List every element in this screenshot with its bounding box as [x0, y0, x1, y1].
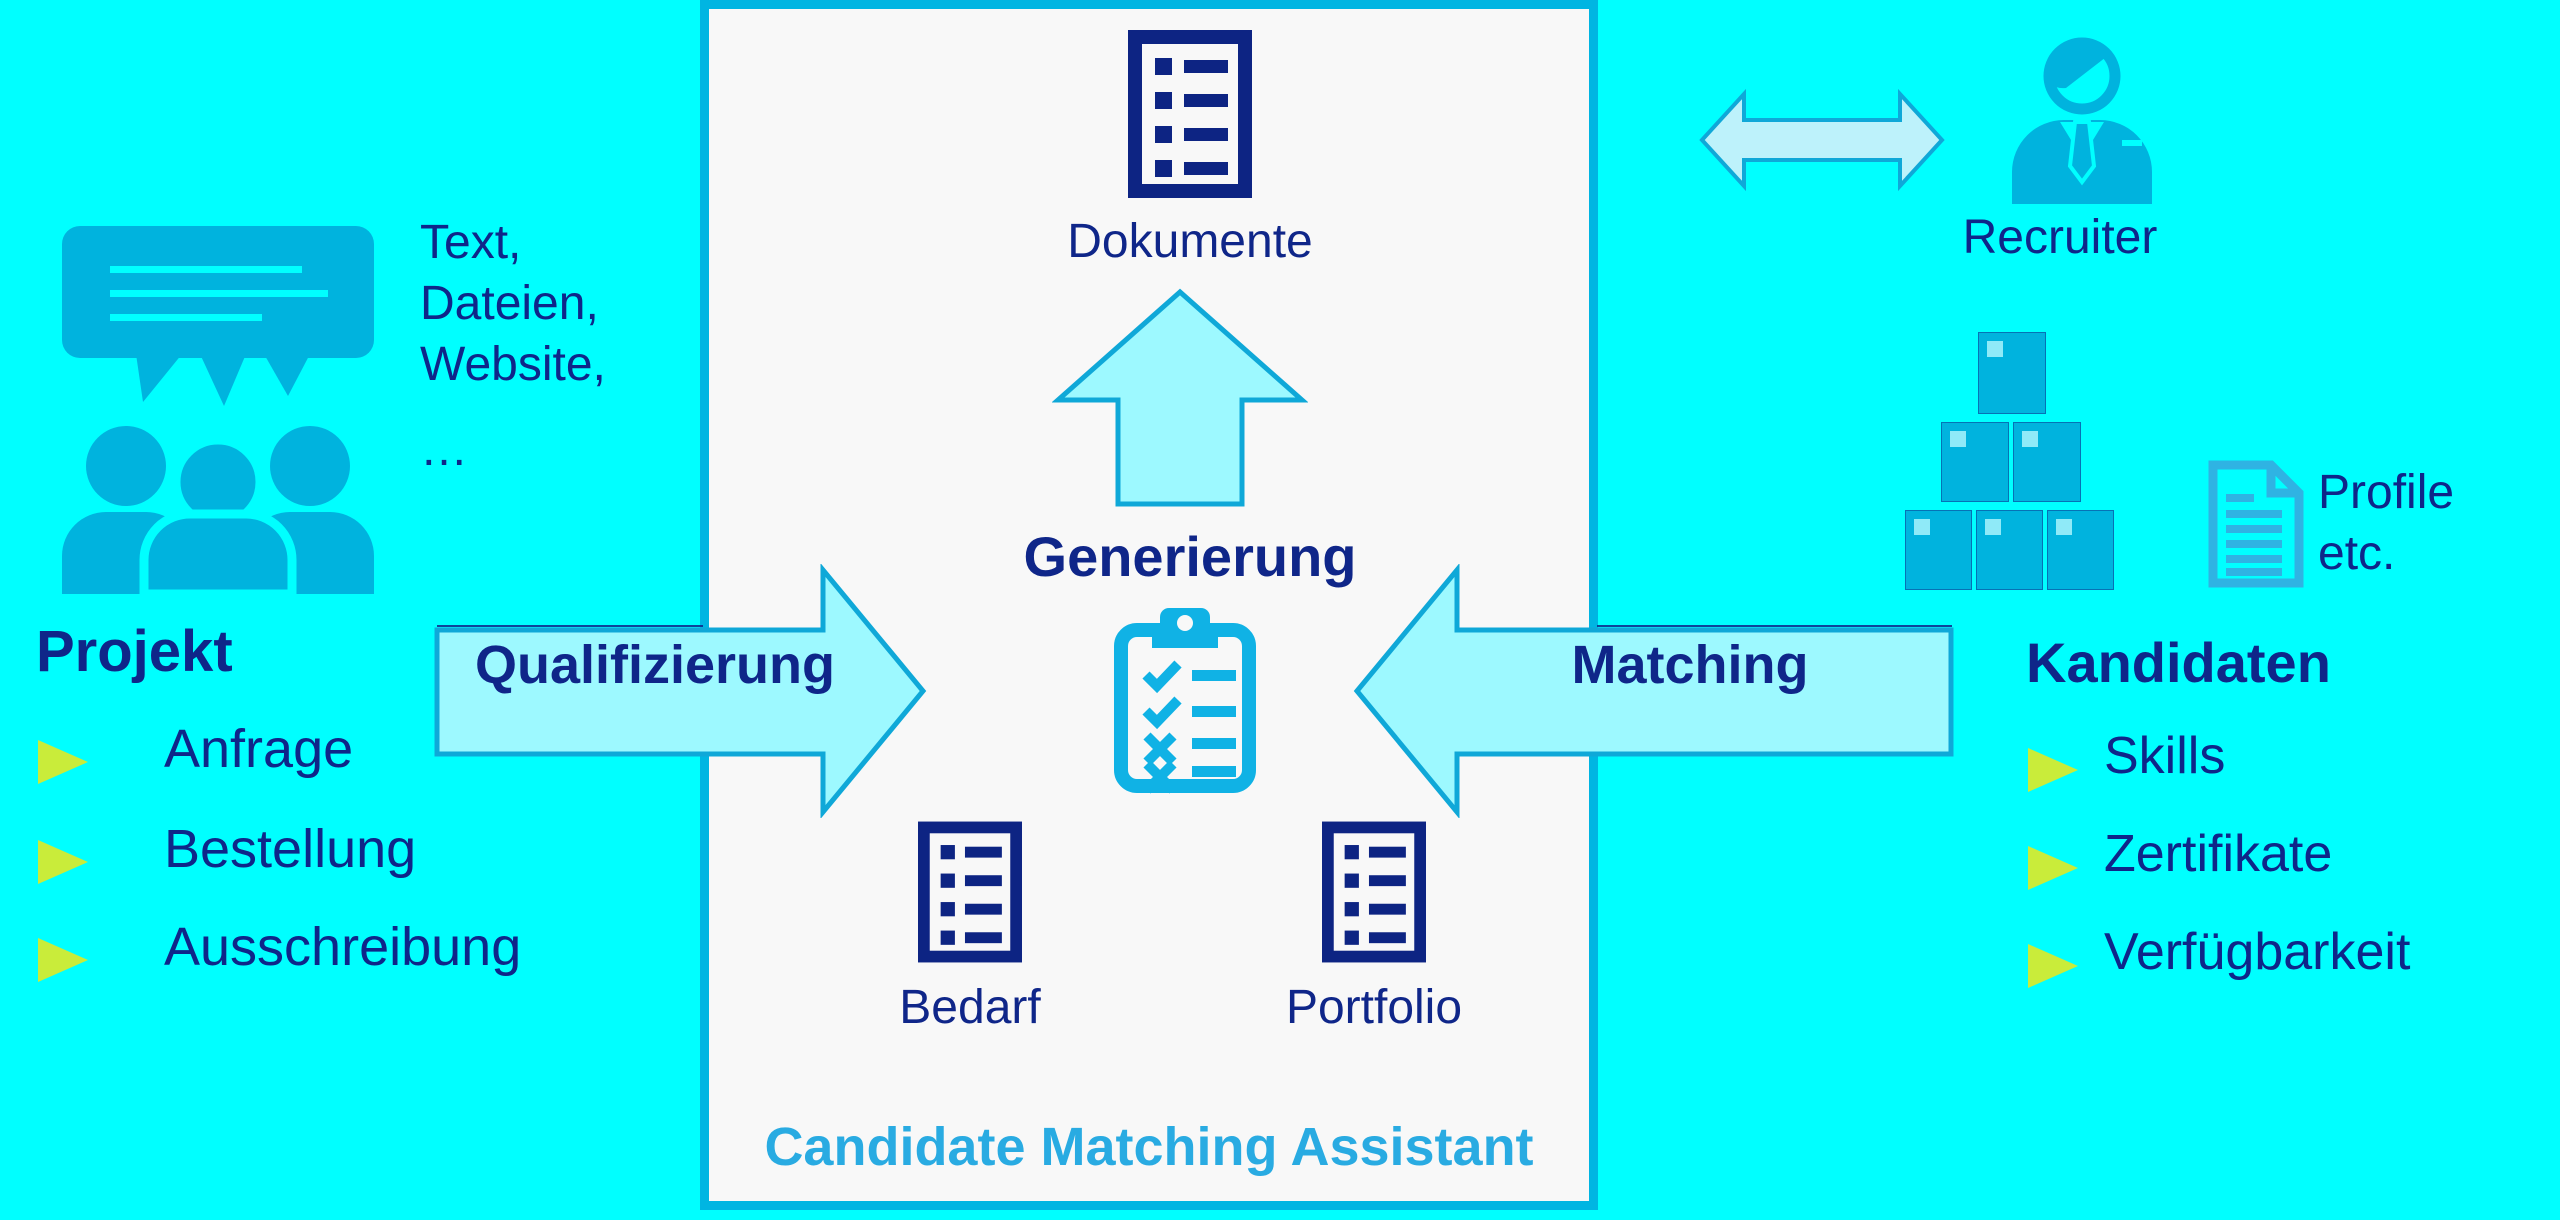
bullet-triangle: [38, 740, 88, 784]
bullet-triangle: [38, 840, 88, 884]
bedarf-doc-list-icon: [918, 821, 1022, 963]
kandidaten-item-zertifikate: Zertifikate: [2104, 825, 2333, 883]
clipboard-checklist-icon: [1114, 608, 1256, 794]
projekt-item-bestellung: Bestellung: [164, 819, 417, 879]
matching-arrow-topline: [1597, 625, 1952, 627]
projekt-item-anfrage: Anfrage: [164, 719, 354, 779]
dokumente-doc-list-icon: [1128, 30, 1252, 198]
bullet-triangle: [38, 938, 88, 982]
projekt-item-ausschreibung: Ausschreibung: [164, 917, 522, 977]
recruiter-person-icon: [2012, 37, 2152, 204]
profile-note: Profile etc.: [2318, 462, 2454, 584]
crate: [2047, 510, 2114, 590]
qualifizierung-label: Qualifizierung: [474, 635, 836, 695]
crate: [1976, 510, 2043, 590]
crate-pyramid-icon: [1900, 330, 2120, 592]
assistant-title: Candidate Matching Assistant: [764, 1117, 1534, 1177]
speech-bubble-people-icon: [62, 226, 374, 594]
source-note-line: Dateien,: [420, 277, 599, 330]
up-arrow: [1052, 288, 1308, 507]
kandidaten-item-verfuegbarkeit: Verfügbarkeit: [2104, 923, 2411, 981]
portfolio-label: Portfolio: [1285, 981, 1463, 1034]
qualifizierung-arrow-topline: [437, 625, 703, 627]
kandidaten-heading: Kandidaten: [2026, 631, 2331, 694]
bullet-triangle: [2028, 944, 2078, 988]
crate: [1978, 332, 2046, 414]
dokumente-label: Dokumente: [1067, 215, 1313, 268]
crate: [1941, 422, 2009, 502]
kandidaten-item-skills: Skills: [2104, 727, 2226, 785]
profile-note-line: etc.: [2318, 527, 2396, 580]
crate: [2013, 422, 2081, 502]
portfolio-doc-list-icon: [1322, 821, 1426, 963]
source-note-line: Website,: [420, 338, 606, 391]
exchange-double-arrow: [1699, 88, 1945, 192]
matching-arrow: [1353, 564, 1954, 818]
bullet-triangle: [2028, 846, 2078, 890]
source-note: Text, Dateien, Website, …: [420, 212, 606, 480]
generierung-label: Generierung: [1023, 525, 1357, 588]
profile-note-line: Profile: [2318, 466, 2455, 519]
projekt-heading: Projekt: [36, 619, 233, 684]
recruiter-label: Recruiter: [1962, 211, 2158, 264]
matching-label: Matching: [1571, 635, 1809, 695]
source-note-line: Text,: [420, 216, 522, 269]
profile-document-icon: [2208, 460, 2304, 588]
qualifizierung-arrow: [434, 564, 927, 818]
source-note-line: …: [420, 423, 468, 476]
bedarf-label: Bedarf: [899, 981, 1041, 1034]
bullet-triangle: [2028, 748, 2078, 792]
crate: [1905, 510, 1972, 590]
